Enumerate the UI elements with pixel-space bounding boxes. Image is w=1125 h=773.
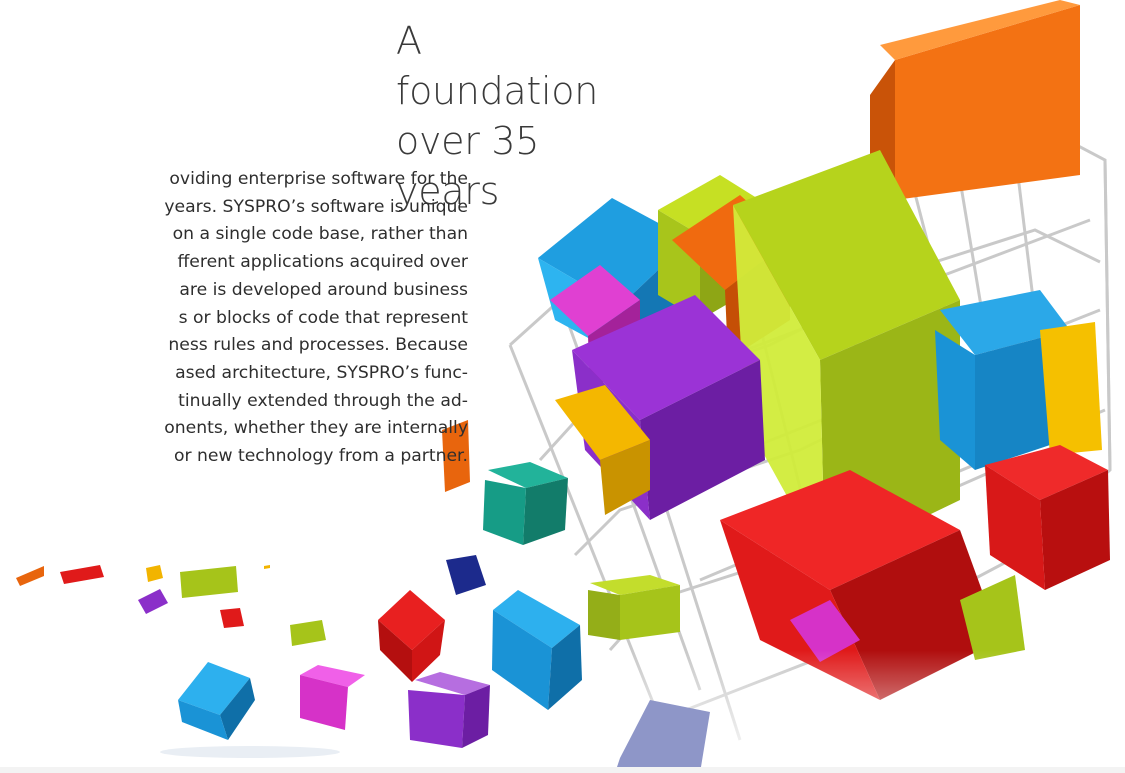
cube-yellow-left <box>555 385 650 515</box>
cube-lime-bottomright <box>960 575 1025 660</box>
body-line: or new technology from a partner. <box>173 446 468 467</box>
body-line: tinually extended through the ad- <box>178 390 468 411</box>
small-cubes-trail <box>16 565 326 646</box>
cube-yellow-right <box>1040 322 1102 455</box>
body-line: on a single code base, rather than <box>172 224 468 245</box>
cube-navy <box>446 555 486 595</box>
body-paragraph: oviding enterprise software for the year… <box>0 166 468 471</box>
heading-line-1: A foundation <box>396 19 598 113</box>
cube-magenta-bottom <box>790 600 860 662</box>
body-line: onents, whether they are internally <box>164 418 468 439</box>
floor-shadow <box>160 746 340 758</box>
cube-red-right <box>985 445 1110 590</box>
bottom-divider <box>0 767 1125 773</box>
cube-teal <box>483 462 568 545</box>
cube-orange-large <box>870 0 1080 215</box>
cube-purple-bottom <box>408 672 490 748</box>
cube-blue-mid <box>492 590 582 710</box>
body-line: fferent applications acquired over <box>177 252 468 273</box>
cube-orange-edge <box>442 420 470 492</box>
cube-blue-bottom <box>178 662 255 740</box>
body-line: oviding enterprise software for the <box>169 169 468 189</box>
body-line: years. SYSPRO’s software is unique <box>164 196 468 217</box>
cube-lime-mid <box>588 575 680 640</box>
cube-magenta-bottom-left <box>300 665 365 730</box>
cube-slate-bottom <box>615 700 710 773</box>
heading-line-2: over 35 years <box>396 119 540 213</box>
page-heading: A foundation over 35 years <box>0 16 598 216</box>
body-line: ased architecture, SYSPRO’s func- <box>175 362 468 383</box>
body-line: ness rules and processes. Because <box>168 335 468 356</box>
body-line: are is developed around business <box>179 279 468 300</box>
cube-red-flying <box>378 590 445 682</box>
body-line: s or blocks of code that represent <box>178 307 468 328</box>
